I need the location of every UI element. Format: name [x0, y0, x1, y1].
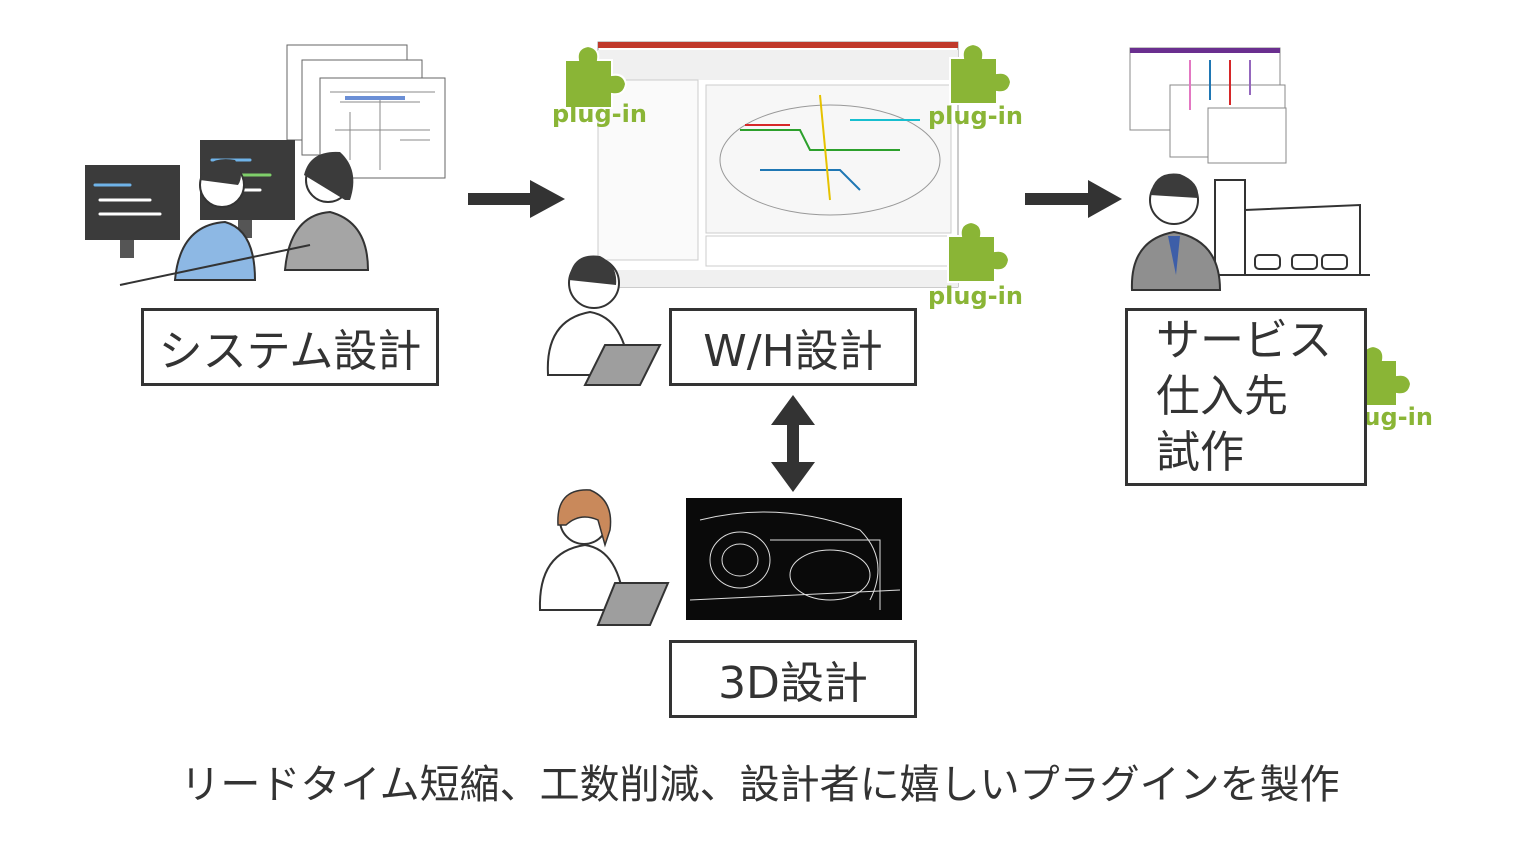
3d-designer-with-laptop-icon [538, 489, 670, 626]
stage-3d-design: 3D設計 [669, 640, 917, 718]
stage-system-design: システム設計 [141, 308, 439, 386]
designer-with-laptop-icon [546, 255, 662, 386]
diagram-caption: リードタイム短縮、工数削減、設計者に嬉しいプラグインを製作 [180, 762, 1340, 808]
flow-arrow-right-icon-2 [1025, 180, 1122, 218]
stage-prototype-line: 試作 [1156, 427, 1244, 478]
service-software-screenshots [1129, 47, 1287, 164]
stage-wh-design-label: W/H設計 [703, 326, 883, 377]
stage-service-supplier-prototype: サービス 仕入先 試作 [1125, 308, 1367, 486]
wh-design-software-screenshot [597, 41, 959, 288]
flow-arrow-right-icon [468, 180, 565, 218]
stage-service-line: サービス [1156, 315, 1332, 366]
stage-3d-design-label: 3D設計 [718, 658, 868, 709]
plugin-puzzle-icon-2 [949, 42, 1013, 105]
3d-design-screenshot [686, 498, 902, 620]
bidirectional-arrow-icon [771, 395, 815, 492]
plugin-label: plug-in [928, 282, 1023, 310]
plugin-label: plug-in [552, 100, 647, 128]
stage-wh-design: W/H設計 [669, 308, 917, 386]
plugin-label: plug-in [928, 102, 1023, 130]
stage-supplier-line: 仕入先 [1156, 371, 1288, 422]
circuit-documents-icon [286, 44, 446, 179]
service-staff-and-facility-icon [1130, 173, 1370, 291]
stage-system-design-label: システム設計 [158, 326, 422, 377]
plugin-puzzle-icon-3 [947, 220, 1011, 283]
engineers-at-desk-icon [119, 151, 370, 286]
plugin-puzzle-icon [564, 44, 628, 109]
